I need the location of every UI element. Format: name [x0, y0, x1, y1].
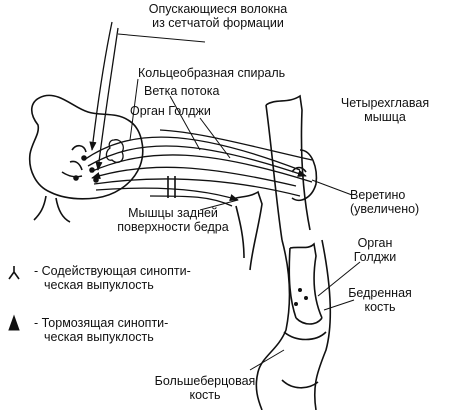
label-quadriceps: Четырехглавая мышца: [340, 96, 430, 124]
label-flower-spray: Ветка потока: [144, 84, 220, 98]
label-golgi-organ-top: Орган Голджи: [130, 104, 211, 118]
label-hamstrings: Мышцы задней поверхности бедра: [117, 206, 229, 234]
label-golgi-organ-right: Орган Голджи: [353, 236, 397, 264]
label-tibia: Большеберцовая кость: [154, 374, 256, 402]
label-spindle: Веретино (увеличено): [350, 188, 420, 216]
golgi-organs: [294, 288, 308, 306]
legend-inhibitory: - Тормозящая синопти- ческая выпуклость: [34, 316, 169, 344]
legend-symbols: [8, 266, 20, 331]
leg-bones: [255, 239, 332, 410]
label-descending-fibers: Опускающиеся волокна из сетчатой формаци…: [148, 2, 288, 30]
nerve-bundle: [83, 129, 313, 207]
excitatory-synapse-icon: [8, 266, 20, 280]
inhibitory-synapse-icon: [8, 314, 20, 331]
leader-lines: [117, 33, 361, 371]
label-femur: Бедренная кость: [348, 286, 412, 314]
label-annulospiral: Кольцеобразная спираль: [138, 66, 286, 80]
hamstring-muscle: [229, 190, 263, 271]
descending-fibers: [89, 21, 119, 171]
legend-excitatory: - Содействующая синопти- ческая выпуклос…: [34, 264, 191, 292]
quadriceps-muscle: [265, 94, 318, 241]
